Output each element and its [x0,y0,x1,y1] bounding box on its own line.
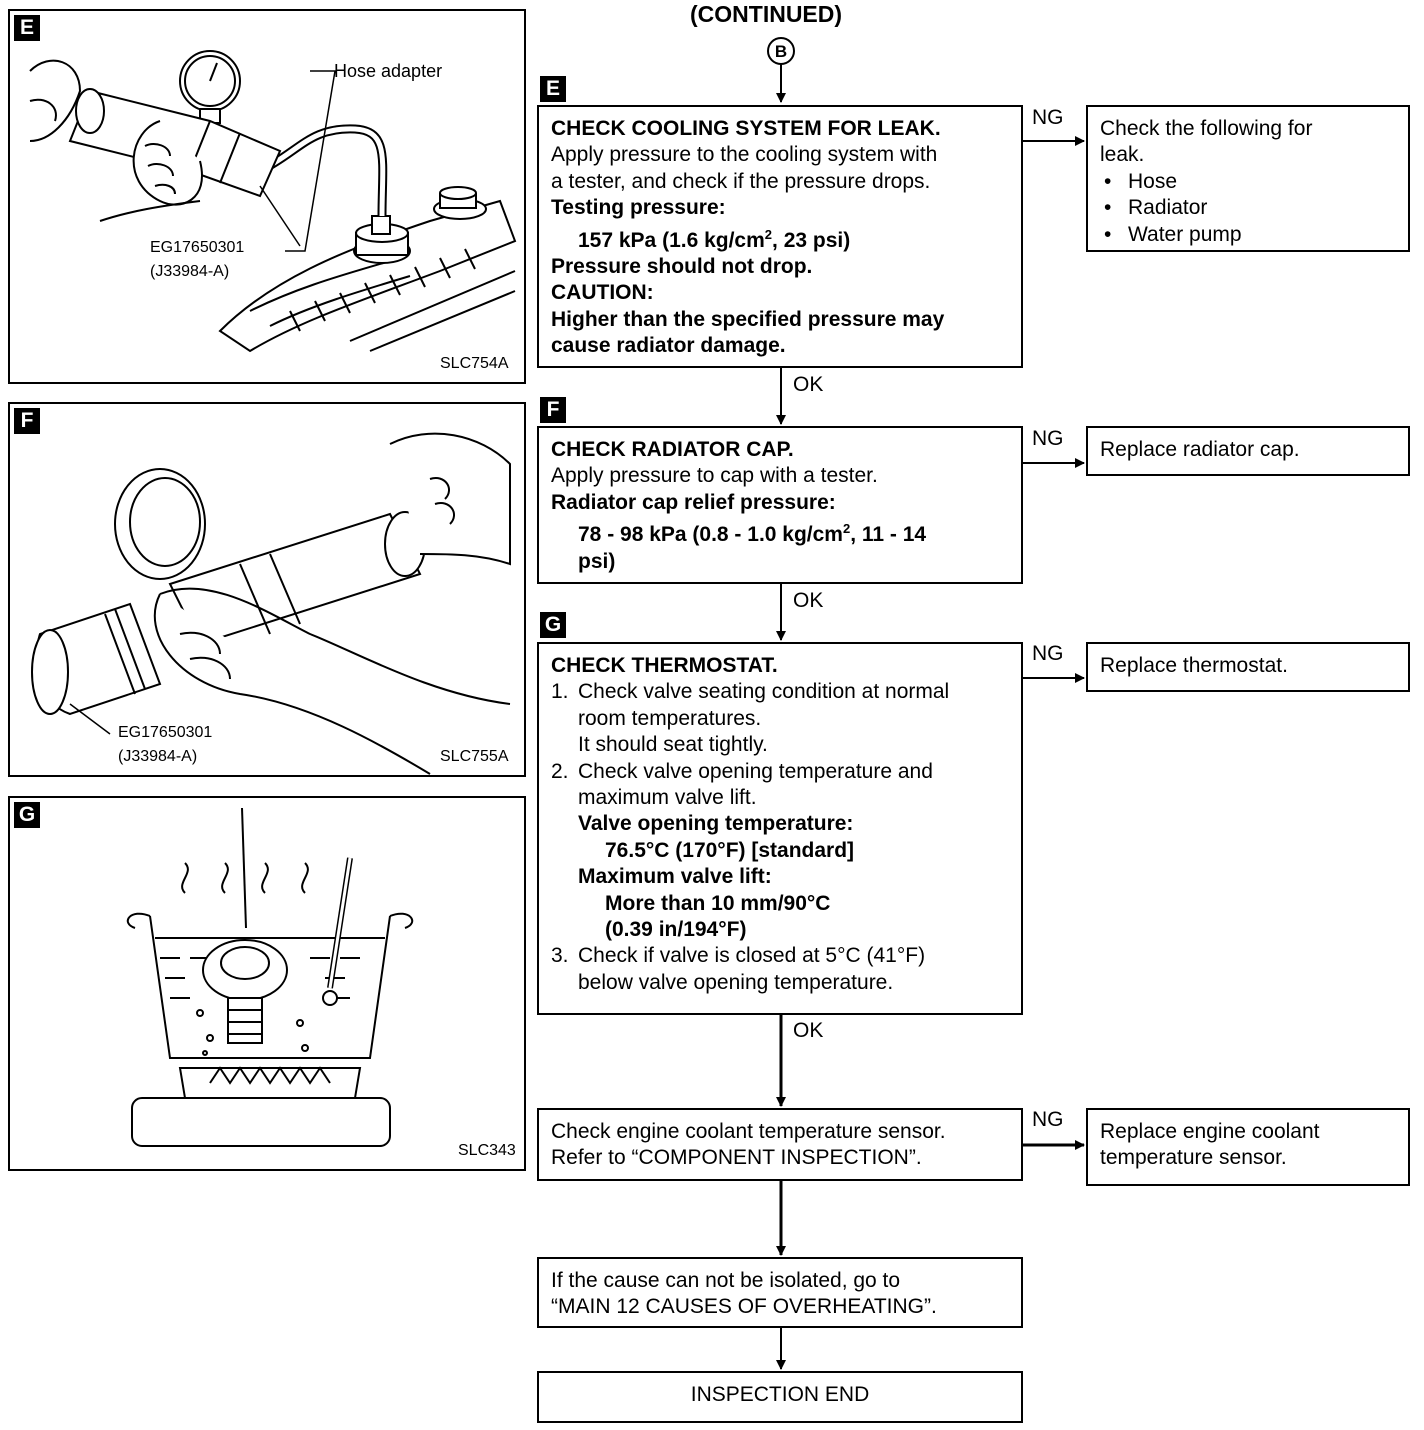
figure-g-ref-code: SLC343 [458,1142,516,1159]
step-g-box: CHECK THERMOSTAT. 1.Check valve seating … [537,642,1023,1015]
figure-e-cooling-system-tester: E Hose adapter [8,9,526,384]
step-e-title: CHECK COOLING SYSTEM FOR LEAK. [551,117,941,140]
continued-heading: (CONTINUED) [690,1,843,27]
step-e-caution-line1: Higher than the specified pressure may [551,307,945,331]
figure-e-hose-adapter-callout: Hose adapter [334,61,443,81]
step-g-item2: 2.Check valve opening temperature and [551,759,933,783]
step-g-ok-label: OK [793,1019,824,1042]
step-g-tag: G [540,612,566,638]
sensor-ng-text2: temperature sensor. [1100,1146,1287,1170]
step-g-item3: 3.Check if valve is closed at 5°C (41°F) [551,944,926,968]
step-g-spec1-label: Valve opening temperature: [578,812,854,836]
step-e-spec-value: 157 kPa (1.6 kg/cm2, 23 psi) [578,226,851,252]
figure-f-tool-alt: (J33984-A) [118,748,198,765]
step-f-spec-value: 78 - 98 kPa (0.8 - 1.0 kg/cm2, 11 - 14 [578,521,927,547]
sensor-ng-box: Replace engine coolant temperature senso… [1086,1108,1410,1186]
figure-f-drawing [31,432,511,775]
sensor-check-box: Check engine coolant temperature sensor.… [537,1108,1023,1181]
step-f-box: CHECK RADIATOR CAP. Apply pressure to ca… [537,426,1023,584]
inspection-end-text: INSPECTION END [690,1383,870,1406]
step-e-line1: Apply pressure to the cooling system wit… [551,143,938,167]
step-e-ng-item: •Water pump [1104,222,1242,246]
step-e-caution-line2: cause radiator damage. [551,334,786,358]
isolate-line1: If the cause can not be isolated, go to [551,1269,901,1292]
step-g-title: CHECK THERMOSTAT. [551,654,778,677]
figure-g-drawing [126,807,414,1147]
figure-f-tag: F [14,408,40,434]
step-e-box: CHECK COOLING SYSTEM FOR LEAK. Apply pre… [537,105,1023,368]
step-e-ng-item: •Hose [1104,169,1178,193]
step-g-spec1-value: 76.5°C (170°F) [standard] [605,838,855,862]
step-e-ok-label: OK [793,373,824,396]
figure-f-radiator-cap-tester: F EG17650301 (J33984-A) SLC755A [8,402,526,777]
step-g-item1: 1.Check valve seating condition at norma… [551,680,950,704]
step-f-line1: Apply pressure to cap with a tester. [551,464,878,488]
step-g-ng-label: NG [1032,642,1064,665]
isolate-box: If the cause can not be isolated, go to … [537,1257,1023,1328]
figure-e-drawing [29,50,517,353]
figure-g-tag: G [14,802,40,828]
step-g-spec2-value: More than 10 mm/90°C [605,891,831,915]
step-g-ng-text: Replace thermostat. [1100,654,1288,677]
sensor-ng-label: NG [1032,1108,1064,1131]
figure-e-ref-code: SLC754A [440,355,509,372]
step-f-title: CHECK RADIATOR CAP. [551,438,794,461]
figure-e-tool-code: EG17650301 [150,239,245,256]
figure-g-thermostat-test: G SLC343 [8,796,526,1171]
step-e-spec-label: Testing pressure: [551,196,726,220]
figure-f-ref-code: SLC755A [440,748,509,765]
step-f-spec-value-cont: psi) [578,549,616,573]
step-g-spec2-value-cont: (0.39 in/194°F) [605,918,747,942]
figure-e-tag: E [14,15,40,41]
connector-b-label: B [774,42,788,61]
step-f-ok-label: OK [793,589,824,612]
step-e-caution-label: CAUTION: [551,281,654,305]
figure-f-tool-code: EG17650301 [118,724,213,741]
step-e-ng-item: •Radiator [1104,196,1208,220]
step-e-ng-box: Check the following for leak. •Hose •Rad… [1086,105,1410,252]
step-f-tag: F [540,397,566,423]
isolate-line2: “MAIN 12 CAUSES OF OVERHEATING”. [551,1295,937,1319]
step-f-ng-box: Replace radiator cap. [1086,426,1410,476]
step-g-ng-box: Replace thermostat. [1086,642,1410,692]
step-f-ng-label: NG [1032,427,1064,450]
step-f-ng-text: Replace radiator cap. [1100,438,1300,461]
step-e-ng-label: NG [1032,106,1064,129]
step-g-spec2-label: Maximum valve lift: [578,865,772,889]
step-e-ng-text2: leak. [1100,143,1145,167]
step-g-item2-cont: maximum valve lift. [578,786,757,810]
step-e-note: Pressure should not drop. [551,255,813,279]
step-f-spec-label: Radiator cap relief pressure: [551,490,836,514]
sensor-check-line1: Check engine coolant temperature sensor. [551,1120,946,1143]
sensor-ng-text1: Replace engine coolant [1100,1120,1320,1143]
inspection-end-box: INSPECTION END [537,1371,1023,1423]
step-g-item1-note: It should seat tightly. [578,733,768,757]
step-g-item1-cont: room temperatures. [578,706,762,730]
sensor-check-line2: Refer to “COMPONENT INSPECTION”. [551,1146,922,1170]
step-e-ng-text1: Check the following for [1100,117,1313,140]
step-g-item3-cont: below valve opening temperature. [578,970,894,994]
figure-e-tool-alt: (J33984-A) [150,263,230,280]
step-e-line2: a tester, and check if the pressure drop… [551,169,931,193]
step-e-tag: E [540,76,566,102]
